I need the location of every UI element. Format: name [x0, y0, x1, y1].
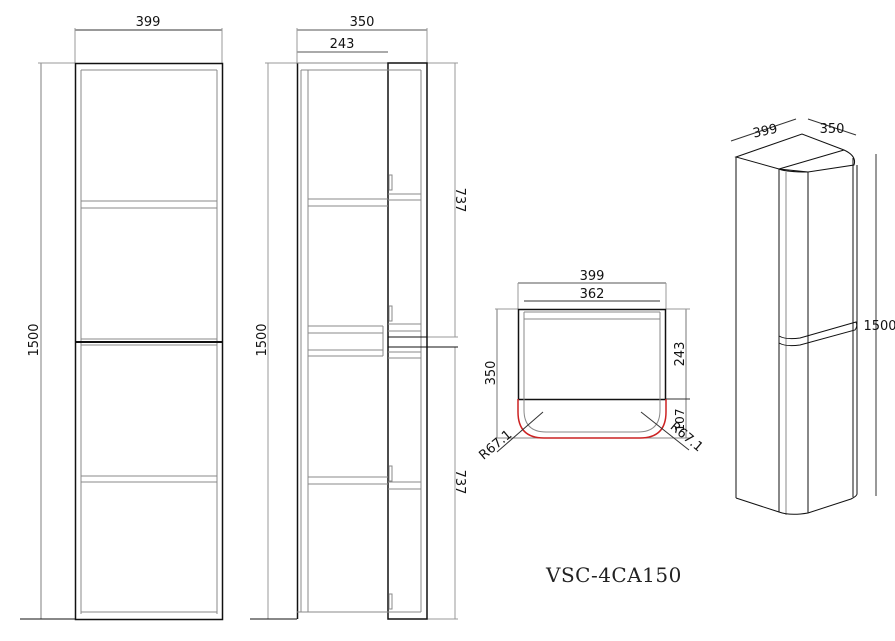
isometric-view: 399 350 1500: [730, 118, 895, 515]
plan-front-depth-dim: 107: [673, 409, 687, 432]
plan-inner-depth-dim: 243: [673, 342, 688, 367]
side-depth-dim: 350: [350, 15, 375, 30]
front-width-dim: 399: [136, 15, 161, 30]
side-view: 350 243 1500 737 737: [250, 15, 467, 620]
plan-width-dim: 399: [580, 269, 605, 284]
front-view: 399 1500: [20, 15, 224, 621]
front-height-dim: 1500: [27, 323, 42, 356]
iso-width-dim: 399: [752, 122, 779, 142]
plan-depth-dim: 350: [484, 361, 499, 386]
plan-radius-left: R67.1: [476, 427, 515, 463]
side-inner-depth-dim: 243: [330, 37, 355, 52]
model-code-label: VSC-4CA150: [546, 563, 682, 587]
side-lower-height-dim: 737: [452, 470, 467, 495]
side-upper-height-dim: 737: [452, 188, 467, 213]
iso-height-dim: 1500: [863, 319, 895, 334]
plan-view: 399 362 350 243 107 R67.1 R67.1: [476, 269, 705, 463]
iso-depth-dim: 350: [820, 122, 845, 137]
plan-inner-width-dim: 362: [580, 287, 605, 302]
side-height-dim: 1500: [255, 323, 270, 356]
